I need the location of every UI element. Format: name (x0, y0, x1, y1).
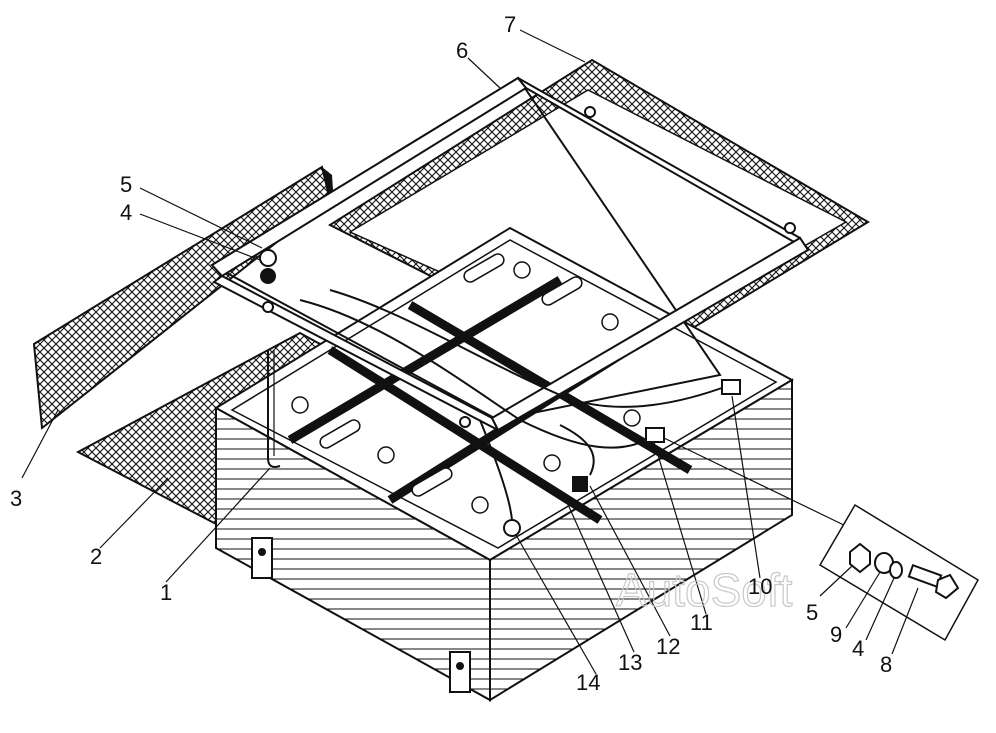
callout-14: 14 (576, 670, 600, 695)
callout-3: 3 (10, 486, 22, 511)
mount-bracket-front (449, 651, 471, 693)
callout-7: 7 (504, 12, 516, 37)
callouts: 1 2 3 4 5 6 7 8 9 10 11 12 13 14 5 4 (10, 12, 892, 695)
callout-6: 6 (456, 38, 468, 63)
callout-4-inset: 4 (852, 636, 864, 661)
callout-10: 10 (748, 574, 772, 599)
callout-4: 4 (120, 200, 132, 225)
callout-8: 8 (880, 652, 892, 677)
callout-5-inset: 5 (806, 600, 818, 625)
callout-9: 9 (830, 622, 842, 647)
leader-lines (21, 29, 919, 675)
callout-5: 5 (120, 172, 132, 197)
mount-bracket-left (251, 537, 273, 579)
callout-1: 1 (160, 580, 172, 605)
callout-2: 2 (90, 544, 102, 569)
callout-11: 11 (690, 610, 713, 635)
hold-down-rod (267, 350, 281, 468)
watermark-text: AutoSoft (616, 564, 793, 616)
battery-cables (299, 289, 851, 537)
callout-12: 12 (656, 634, 680, 659)
clamp-frame (209, 76, 810, 433)
callout-13: 13 (618, 650, 642, 675)
fastener-detail-inset (818, 503, 980, 642)
